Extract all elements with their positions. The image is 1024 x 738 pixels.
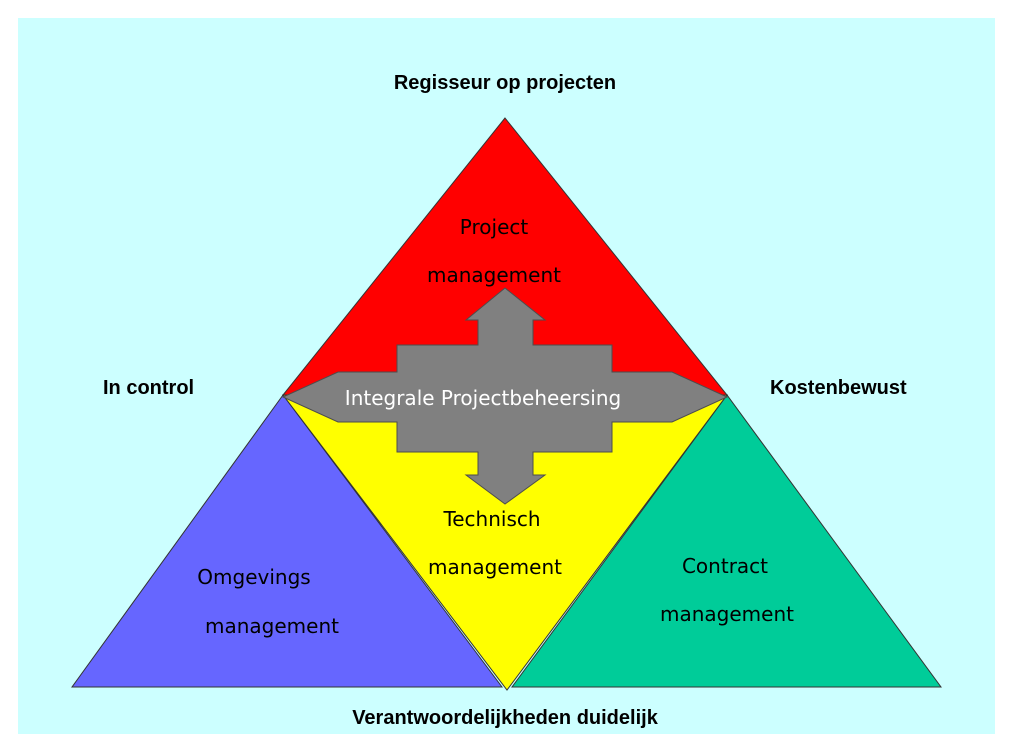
right-label: Kostenbewust (770, 377, 907, 399)
project-label-line2: management (427, 263, 561, 287)
omgevings-management-triangle (71, 394, 503, 688)
top-label: Regisseur op projecten (394, 72, 616, 94)
contract-label-line1: Contract (682, 554, 768, 578)
technisch-label-line2: management (428, 555, 562, 579)
omgevings-label-line2: management (205, 614, 339, 638)
technisch-label-line1: Technisch (442, 507, 540, 531)
contract-management-triangle (511, 394, 942, 688)
bottom-label: Verantwoordelijkheden duidelijk (352, 707, 659, 729)
integrale-projectbeheersing-arrow (281, 287, 729, 505)
project-label-line1: Project (460, 215, 529, 239)
omgevings-label-line1: Omgevings (197, 565, 310, 589)
integrale-projectbeheersing-label: Integrale Projectbeheersing (345, 386, 621, 410)
contract-label-line2: management (660, 602, 794, 626)
left-label: In control (103, 377, 194, 399)
